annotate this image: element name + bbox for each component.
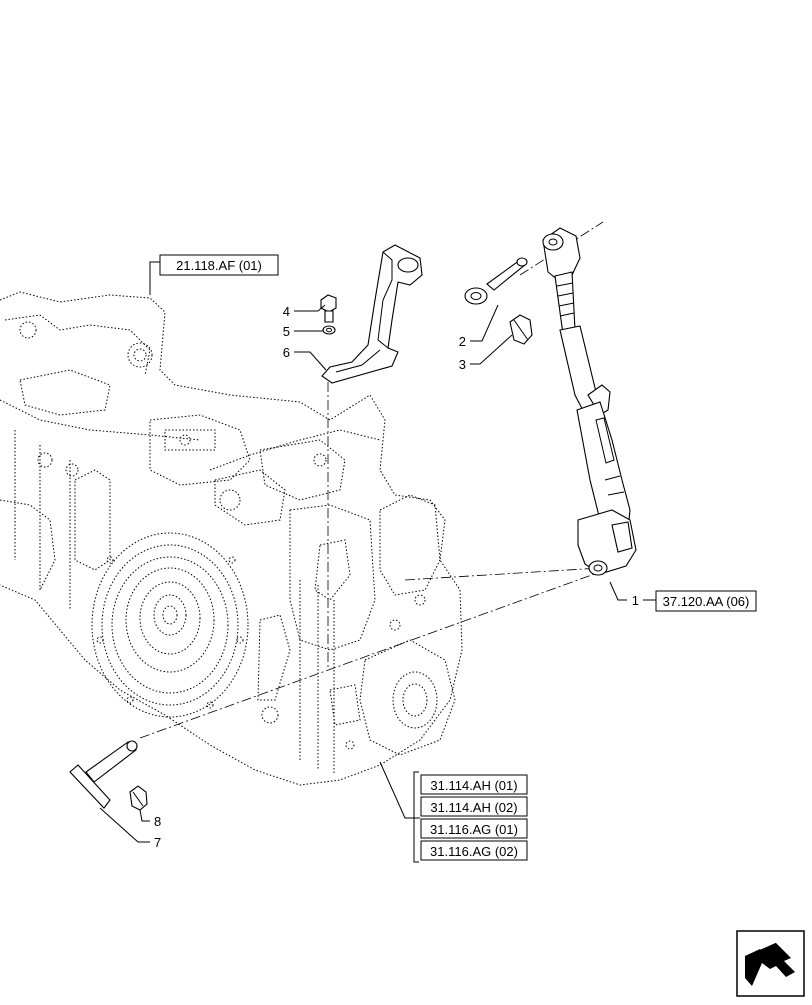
page-turn-arrow-icon[interactable] (736, 930, 805, 997)
reference-label: 31.116.AG (02) (430, 844, 518, 859)
callout-numbers: 4 5 6 2 3 1 8 7 (154, 304, 639, 850)
callout-3: 3 (459, 357, 466, 372)
reference-box-21-118-af[interactable]: 21.118.AF (01) (159, 254, 279, 276)
reference-label: 31.114.AH (02) (430, 800, 517, 815)
reference-label: 37.120.AA (06) (663, 594, 750, 609)
centerlines (139, 221, 604, 739)
reference-box-31-114-ah-01[interactable]: 31.114.AH (01) (420, 774, 528, 795)
callout-1: 1 (632, 593, 639, 608)
callout-7: 7 (154, 835, 161, 850)
washer-part-5 (322, 325, 336, 335)
callout-2: 2 (459, 334, 466, 349)
bracket-part-6 (321, 244, 423, 384)
lynch-pin-part-3 (509, 314, 533, 345)
reference-box-31-116-ag-02[interactable]: 31.116.AG (02) (420, 840, 528, 861)
reference-label: 31.114.AH (01) (430, 778, 517, 793)
reference-label: 21.118.AF (01) (176, 258, 262, 273)
callout-5: 5 (283, 324, 290, 339)
lynch-pin-part-8 (129, 785, 148, 811)
top-link-part-1 (542, 227, 637, 576)
leader-lines (99, 261, 656, 863)
pto-flange (91, 532, 249, 718)
reference-label: 31.116.AG (01) (430, 822, 518, 837)
pin-part-7 (69, 740, 138, 809)
callout-4: 4 (283, 304, 290, 319)
bolt-part-4 (320, 294, 337, 323)
pin-part-2 (464, 257, 528, 305)
reference-box-31-114-ah-02[interactable]: 31.114.AH (02) (420, 796, 528, 817)
callout-6: 6 (283, 345, 290, 360)
reference-box-37-120-aa[interactable]: 37.120.AA (06) (655, 590, 757, 612)
transmission-housing (0, 291, 463, 786)
reference-box-31-116-ag-01[interactable]: 31.116.AG (01) (420, 818, 528, 839)
callout-8: 8 (154, 814, 161, 829)
